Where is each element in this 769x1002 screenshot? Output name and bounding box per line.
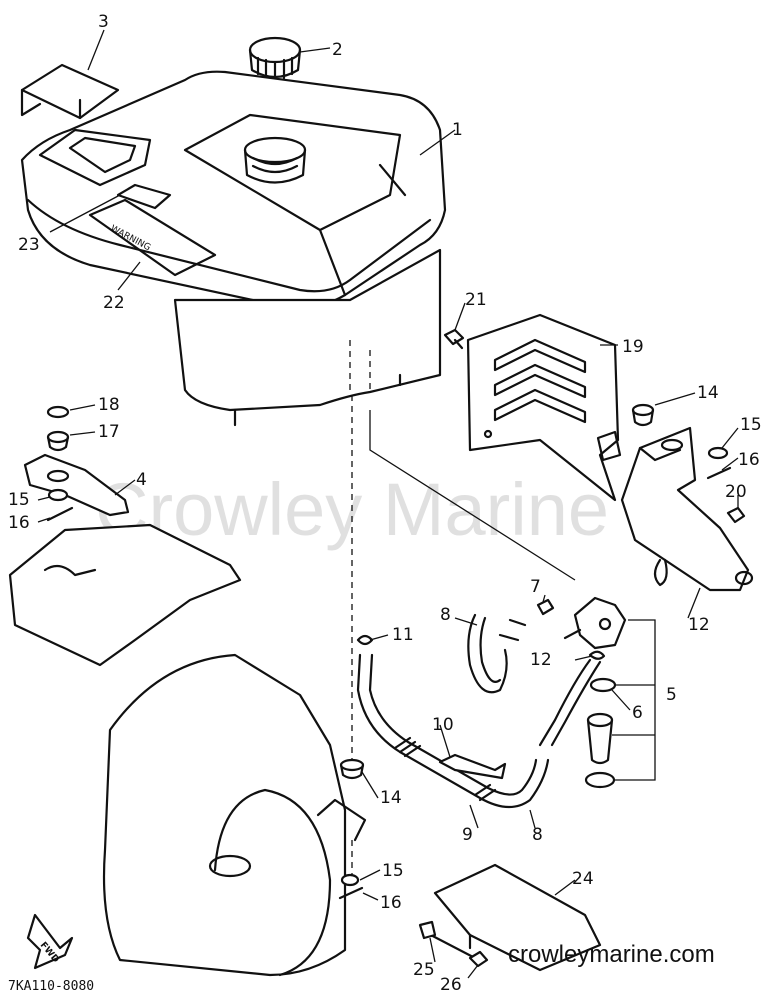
callout-2: 2 xyxy=(332,40,343,60)
part-19-heat-shield xyxy=(466,313,622,502)
part-14-grommet-upper xyxy=(631,403,655,427)
callout-10: 9 xyxy=(462,825,473,845)
callout-23: 23 xyxy=(18,235,40,255)
part-11-hose-bracket xyxy=(438,753,507,780)
part-18-washer xyxy=(46,405,70,419)
fwd-arrow-icon: FWD xyxy=(26,913,74,970)
callout-4: 4 xyxy=(136,470,147,490)
diagram-code: 7KA110-8080 xyxy=(8,979,94,994)
base-plate xyxy=(8,523,242,667)
callout-numbers: 3 2 1 23 22 21 19 14 15 16 20 12 18 17 4… xyxy=(8,12,762,995)
part-14-grommet-lower xyxy=(339,758,365,780)
part-5-fuel-cock xyxy=(498,596,627,650)
part-20-screw xyxy=(726,506,746,524)
blower-housing xyxy=(102,653,367,977)
part-2-fuel-cap xyxy=(248,36,302,82)
callout-14-upper: 14 xyxy=(697,383,719,403)
callout-16-lower: 16 xyxy=(380,893,402,913)
part-7-screw xyxy=(536,598,555,616)
part-13-bracket xyxy=(620,426,754,592)
callout-1: 1 xyxy=(452,120,463,140)
callout-19: 19 xyxy=(622,337,644,357)
part-5-filter-cup xyxy=(586,712,614,765)
callout-8: 8 xyxy=(440,605,451,625)
part-15-washer-right xyxy=(707,446,729,460)
callout-9: 8 xyxy=(532,825,543,845)
callout-25: 25 xyxy=(413,960,435,980)
part-26-nut xyxy=(468,950,489,968)
part-16-bolt-right xyxy=(706,466,732,480)
part-16-bolt-left xyxy=(46,506,74,522)
part-3-cover xyxy=(20,63,120,120)
callout-16-left: 16 xyxy=(8,513,30,533)
callout-12-right: 12 xyxy=(530,650,552,670)
part-6-o-ring xyxy=(589,677,617,693)
part-4-plate xyxy=(23,453,130,517)
part-25-bolt-head xyxy=(418,920,437,940)
part-8-vent-hose xyxy=(467,613,508,694)
callout-3: 3 xyxy=(98,12,109,32)
part-10-joint xyxy=(393,736,497,802)
website-url: crowleymarine.com xyxy=(508,941,715,968)
part-17-grommet xyxy=(46,430,70,452)
part-12-clip-right xyxy=(588,650,606,660)
part-15-washer-left xyxy=(47,488,69,502)
part-1-fuel-tank: WARNING xyxy=(20,70,447,427)
part-5-gasket xyxy=(584,771,616,789)
callout-15-lower: 15 xyxy=(382,861,404,881)
callout-18: 18 xyxy=(98,395,120,415)
callout-15-right: 15 xyxy=(740,415,762,435)
part-16-bolt-lower xyxy=(338,886,364,900)
callout-20: 20 xyxy=(725,482,747,502)
callout-21: 21 xyxy=(465,290,487,310)
part-9-fuel-hose xyxy=(356,653,602,809)
callout-13: 12 xyxy=(688,615,710,635)
callout-5: 5 xyxy=(666,685,677,705)
callout-22: 22 xyxy=(103,293,125,313)
part-24-plate xyxy=(433,863,602,972)
callout-14-lower: 14 xyxy=(380,788,402,808)
callout-24: 24 xyxy=(572,869,594,889)
callout-12-left: 11 xyxy=(392,625,414,645)
callout-7: 7 xyxy=(530,577,541,597)
callout-6: 6 xyxy=(632,703,643,723)
part-21-screw xyxy=(443,328,465,350)
callout-26: 26 xyxy=(440,975,462,995)
leader-lines xyxy=(37,29,739,979)
part-15-washer-lower xyxy=(340,873,360,887)
part-12-clip-left xyxy=(356,634,374,646)
callout-11: 10 xyxy=(432,715,454,735)
callout-15-left: 15 xyxy=(8,490,30,510)
callout-16-right: 16 xyxy=(738,450,760,470)
callout-17: 17 xyxy=(98,422,120,442)
